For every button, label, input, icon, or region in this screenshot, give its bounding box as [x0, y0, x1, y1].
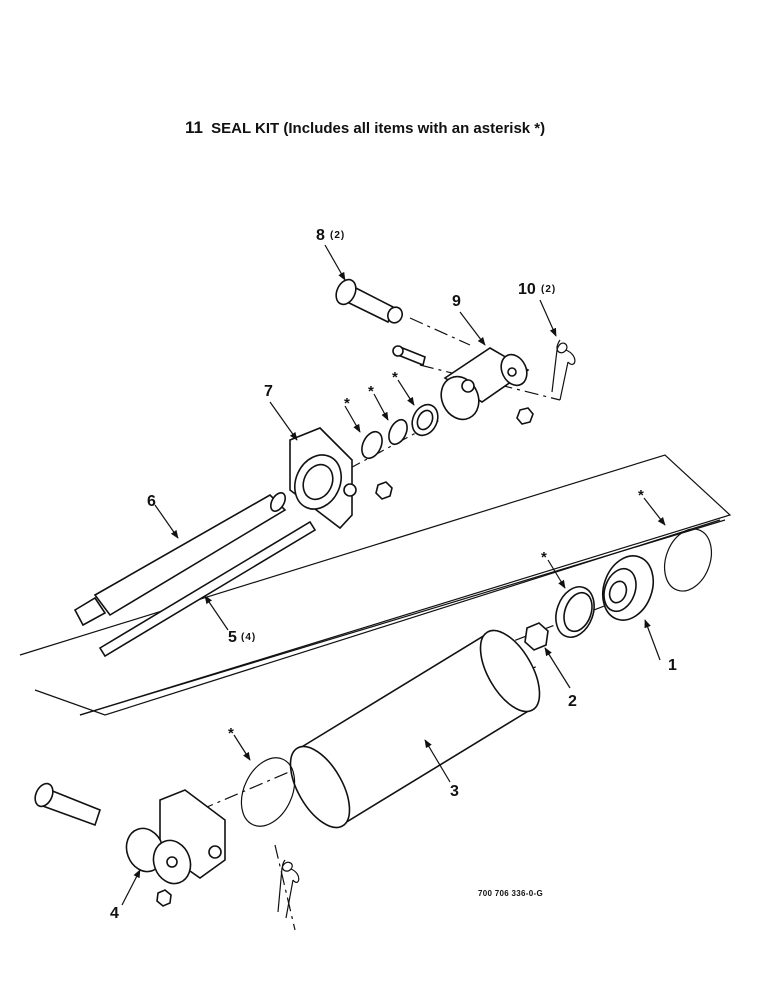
callout-5-qty: (4) [241, 632, 256, 643]
clevis-part-9 [392, 345, 534, 425]
cylinder-head-part-7 [289, 427, 393, 530]
callout-4: 4 [110, 905, 119, 922]
asterisk: * [638, 487, 644, 504]
callout-10: 10 [518, 281, 536, 298]
callout-labels: 1 2 3 4 5 (4) 6 7 8 (2) 9 10 (2) [110, 227, 677, 922]
hitch-pin-clip-part-10 [551, 339, 576, 401]
o-ring-tube [240, 757, 296, 827]
asterisk: * [541, 549, 547, 566]
asterisk: * [368, 383, 374, 400]
leader-lines [121, 244, 666, 906]
asterisk-markers: * * * * * * [228, 369, 644, 742]
callout-5: 5 [228, 629, 237, 646]
asterisk: * [228, 725, 234, 742]
exploded-view-plane [19, 454, 732, 716]
pin-part-8 [335, 278, 403, 324]
nut-part-2 [524, 622, 549, 651]
piston-part-1 [601, 555, 655, 621]
callout-2: 2 [568, 693, 577, 710]
seal-rings-upper [361, 403, 439, 460]
seal-kit-title: 11 SEAL KIT (Includes all items with an … [185, 118, 545, 138]
piston-rod-part-6 [73, 492, 287, 627]
callout-8-qty: (2) [330, 230, 345, 241]
barrel-tube-part-3 [289, 629, 541, 829]
plane-bottom-edge [79, 519, 726, 716]
asterisk: * [344, 395, 350, 412]
asterisk: * [392, 369, 398, 386]
drawing-code: 700 706 336-0-G [478, 889, 543, 898]
seal-kit-title-text: SEAL KIT (Includes all items with an ast… [211, 120, 546, 137]
callout-8: 8 [316, 227, 325, 244]
hitch-pin-clip-lower [277, 859, 300, 919]
callout-6: 6 [147, 493, 156, 510]
wear-ring [555, 586, 595, 638]
callout-3: 3 [450, 783, 459, 800]
base-clevis-part-4 [34, 782, 226, 907]
callout-7: 7 [264, 383, 273, 400]
callout-1: 1 [668, 657, 677, 674]
tie-rod-part-5 [98, 520, 317, 658]
callout-9: 9 [452, 293, 461, 310]
callout-10-qty: (2) [541, 284, 556, 295]
seal-kit-item-number: 11 [185, 118, 203, 137]
o-ring-large [664, 528, 712, 592]
